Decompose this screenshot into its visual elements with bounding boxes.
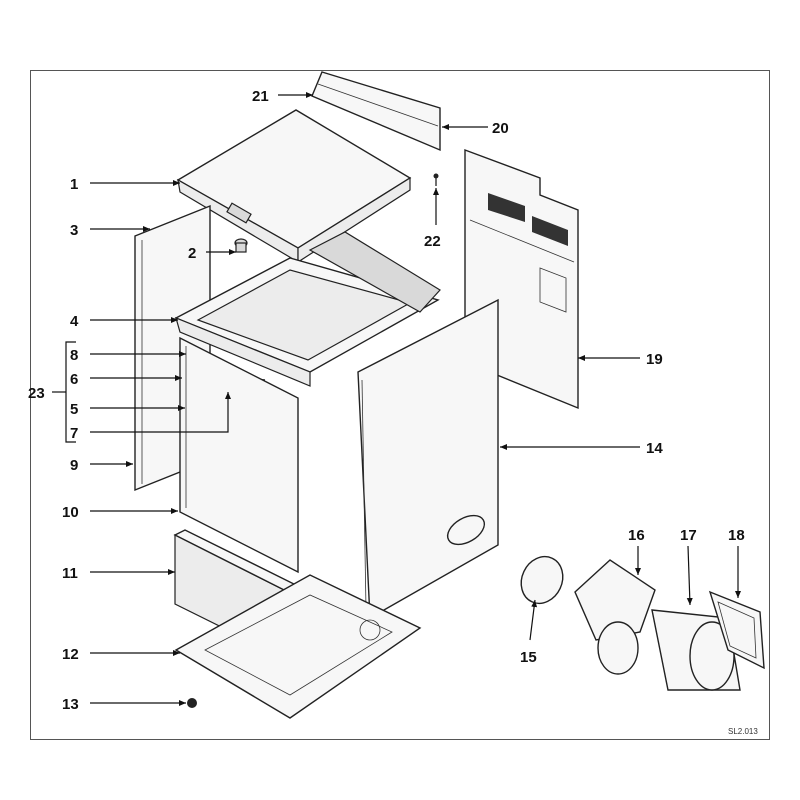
part-1-top-cover bbox=[176, 109, 412, 264]
part-4-tub-top bbox=[174, 231, 441, 387]
leader-lines bbox=[52, 92, 741, 706]
label-8: 8 bbox=[70, 347, 78, 364]
part-17-fan-housing bbox=[651, 609, 741, 691]
label-10: 10 bbox=[62, 504, 79, 521]
label-1: 1 bbox=[70, 176, 78, 193]
label-12: 12 bbox=[62, 646, 79, 663]
label-16: 16 bbox=[628, 527, 645, 544]
label-21: 21 bbox=[252, 88, 269, 105]
diagram-frame bbox=[30, 70, 770, 740]
part-16-duct bbox=[574, 559, 656, 675]
label-20: 20 bbox=[492, 120, 509, 137]
part-13-foot bbox=[187, 698, 197, 708]
part-10-front-panel bbox=[179, 336, 299, 574]
part-21-top-strip bbox=[311, 71, 441, 152]
label-13: 13 bbox=[62, 696, 79, 713]
label-7: 7 bbox=[70, 425, 78, 442]
label-22: 22 bbox=[424, 233, 441, 250]
part-12-base bbox=[174, 574, 422, 719]
figure-code: SL2.013 bbox=[728, 727, 758, 736]
part-18-filter bbox=[708, 590, 765, 670]
part-labels: 1 2 3 4 5 6 7 8 9 10 11 12 13 14 15 16 1… bbox=[28, 88, 758, 736]
part-2-knob bbox=[234, 238, 248, 253]
label-14: 14 bbox=[646, 440, 663, 457]
label-2: 2 bbox=[188, 245, 196, 262]
part-22-screw bbox=[433, 173, 439, 186]
label-17: 17 bbox=[680, 527, 697, 544]
part-15-cover bbox=[520, 555, 564, 605]
label-5: 5 bbox=[70, 401, 78, 418]
label-6: 6 bbox=[70, 371, 78, 388]
label-19: 19 bbox=[646, 351, 663, 368]
label-9: 9 bbox=[70, 457, 78, 474]
part-14-cabinet bbox=[357, 298, 499, 620]
label-15: 15 bbox=[520, 649, 537, 666]
label-23: 23 bbox=[28, 385, 45, 402]
label-11: 11 bbox=[62, 565, 78, 582]
label-4: 4 bbox=[70, 313, 79, 330]
label-3: 3 bbox=[70, 222, 78, 239]
label-18: 18 bbox=[728, 527, 745, 544]
